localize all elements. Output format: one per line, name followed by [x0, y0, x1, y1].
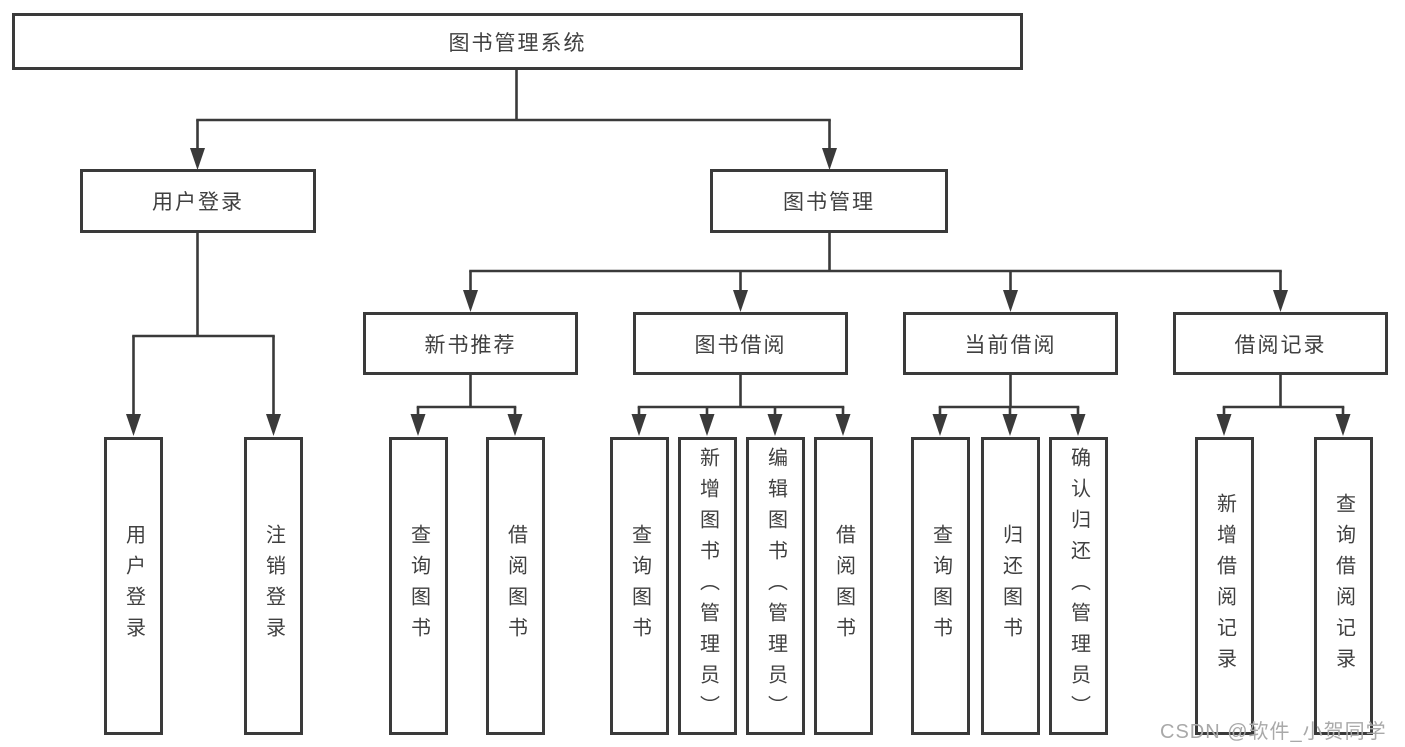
leaf-query-books-borrowing: 查询图书: [610, 437, 669, 735]
node-label: 新增图书（管理员）: [696, 446, 719, 726]
node-label: 新书推荐: [424, 333, 517, 357]
node-user-login: 用户登录: [80, 169, 316, 233]
leaf-borrow-books-recommend: 借阅图书: [486, 437, 545, 735]
node-label: 图书借阅: [694, 333, 787, 357]
node-borrowing-records: 借阅记录: [1173, 312, 1388, 375]
node-label: 查询图书: [407, 524, 430, 648]
leaf-add-borrow-record: 新增借阅记录: [1195, 437, 1254, 735]
node-label: 新增借阅记录: [1213, 493, 1236, 679]
csdn-watermark: CSDN @软件_小贺同学: [1160, 721, 1387, 743]
leaf-user-login: 用户登录: [104, 437, 163, 735]
node-label: 图书管理系统: [448, 31, 587, 55]
node-label: 注销登录: [262, 524, 285, 648]
node-label: 确认归还（管理员）: [1067, 446, 1090, 726]
node-label: 用户登录: [152, 191, 244, 214]
node-book-management: 图书管理: [710, 169, 948, 233]
node-label: 借阅图书: [504, 524, 527, 648]
arrowhead-icons: [126, 148, 1351, 436]
leaf-logout: 注销登录: [244, 437, 303, 735]
leaf-add-books-admin: 新增图书（管理员）: [678, 437, 737, 735]
leaf-query-books-recommend: 查询图书: [389, 437, 448, 735]
node-label: 查询借阅记录: [1332, 493, 1355, 679]
node-label: 归还图书: [999, 524, 1022, 648]
node-label: 借阅图书: [832, 524, 855, 648]
leaf-query-borrow-record: 查询借阅记录: [1314, 437, 1373, 735]
node-label: 借阅记录: [1234, 333, 1327, 357]
node-label: 查询图书: [628, 524, 651, 648]
leaf-query-books-current: 查询图书: [911, 437, 970, 735]
node-current-borrowing: 当前借阅: [903, 312, 1118, 375]
node-root-library-system: 图书管理系统: [12, 13, 1023, 70]
node-label: 当前借阅: [964, 333, 1057, 357]
node-label: 编辑图书（管理员）: [764, 446, 787, 726]
node-label: 图书管理: [783, 191, 875, 214]
leaf-borrow-books: 借阅图书: [814, 437, 873, 735]
node-new-book-recommend: 新书推荐: [363, 312, 578, 375]
node-book-borrowing: 图书借阅: [633, 312, 848, 375]
node-label: 查询图书: [929, 524, 952, 648]
leaf-return-books: 归还图书: [981, 437, 1040, 735]
leaf-confirm-return-admin: 确认归还（管理员）: [1049, 437, 1108, 735]
node-label: 用户登录: [122, 524, 145, 648]
leaf-edit-books-admin: 编辑图书（管理员）: [746, 437, 805, 735]
